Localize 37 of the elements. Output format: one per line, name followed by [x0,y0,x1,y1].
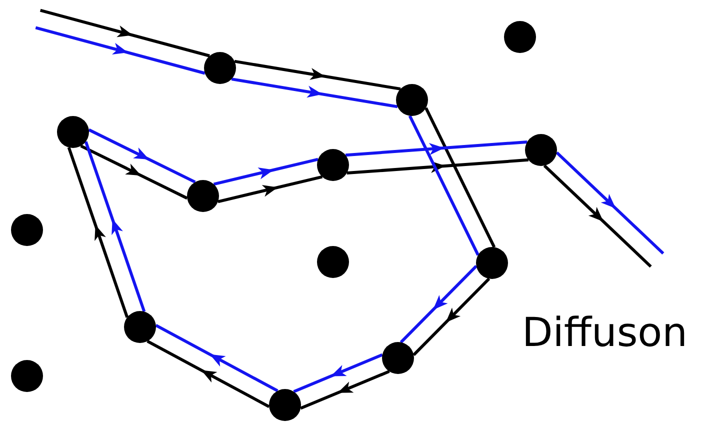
scatterer-dot [187,180,219,212]
path-arrow [300,370,390,410]
scatterer-dot [382,342,414,374]
path-arrow [40,8,210,58]
scatterer-dot [317,246,349,278]
scatterer-dot [476,247,508,279]
path-arrow [80,144,188,200]
path-arrow [155,324,278,392]
path-arrow [146,340,270,408]
path-arrow [84,141,146,312]
path-line [408,115,480,256]
path-arrow [556,151,664,255]
path-arrow [412,278,490,356]
scatterer-dot [124,311,156,343]
path-line [424,107,496,248]
path-arrow [213,158,318,186]
path-arrow [67,146,129,318]
path-arrow [400,265,478,344]
path-arrow [234,60,401,90]
scatterer-dot [57,116,89,148]
path-arrow [345,140,528,157]
path-arrow [35,26,206,75]
path-arrow [88,128,196,184]
diagram-label: Diffuson [522,310,688,356]
scatterer-dot [504,21,536,53]
scatterer-dot [317,149,349,181]
scatterer-dot [396,84,428,116]
path-arrow [231,78,398,108]
scatterer-dot [525,134,557,166]
scatterer-dot [11,360,43,392]
path-arrow [346,158,529,175]
scatterer-dot [11,214,43,246]
path-arrow [543,164,652,268]
path-arrow [293,353,383,393]
path-arrow [218,175,323,204]
scatterer-dot [269,389,301,421]
scatterer-dot [204,52,236,84]
